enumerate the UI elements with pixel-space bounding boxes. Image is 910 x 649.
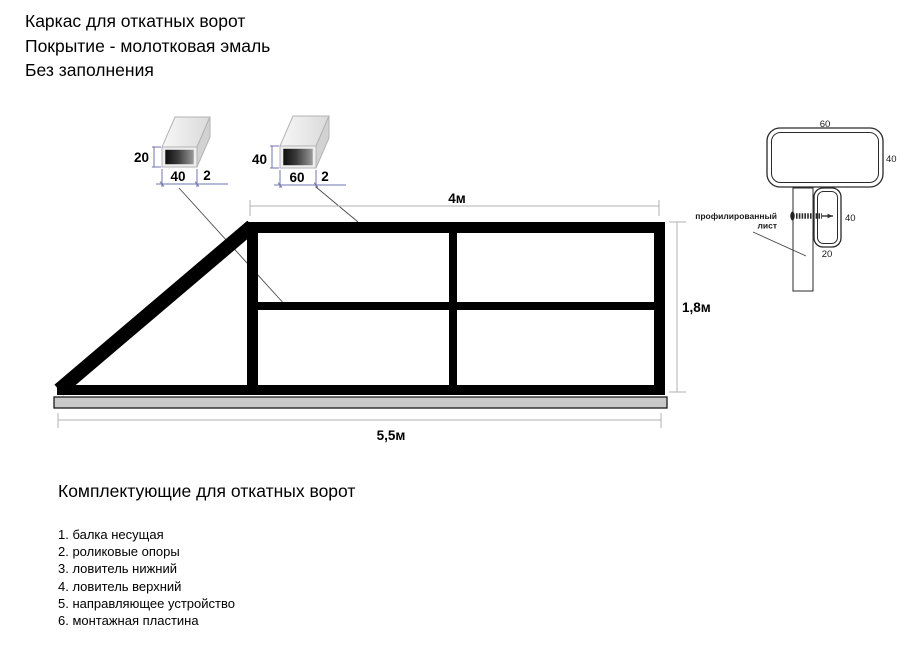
detail-beam-width: 60 xyxy=(820,119,831,130)
components-heading: Комплектующие для откатных ворот xyxy=(58,481,356,501)
carrier-beam xyxy=(53,396,668,409)
detail-tube-height: 40 xyxy=(845,213,856,224)
profile-large-height-label: 40 xyxy=(252,152,267,167)
frame-middle-post xyxy=(449,233,457,385)
list-item: 1. балка несущая xyxy=(58,527,164,542)
screw-icon xyxy=(790,211,833,221)
profiled-sheet-label-line2: лист xyxy=(757,221,777,231)
frame-diagonal-brace xyxy=(54,220,257,396)
dim-bottom-width: 5,5м xyxy=(377,428,406,443)
profile-large-width-label: 60 xyxy=(289,170,304,185)
frame-left-post xyxy=(247,222,258,395)
carrier-beam-section-inner xyxy=(771,132,879,183)
profile-tube-40x60: 40 60 2 xyxy=(252,115,346,188)
profile-small-width-label: 40 xyxy=(170,169,185,184)
leader-large-profile xyxy=(315,186,359,223)
screw-head xyxy=(790,211,795,221)
profile-tube-20x40: 20 40 2 xyxy=(134,116,228,187)
list-item: 2. роликовые опоры xyxy=(58,544,180,560)
list-item: 4. ловитель верхний xyxy=(58,578,182,594)
profiled-sheet-label-line1: профилированный xyxy=(695,211,777,221)
detail-beam-height: 40 xyxy=(886,154,897,165)
tube-hole xyxy=(164,149,195,165)
profile-small-height-label: 20 xyxy=(134,150,149,165)
frame-right-post xyxy=(654,222,665,395)
profile-small-wall-label: 2 xyxy=(203,168,211,183)
components-block: Комплектующие для откатных ворот 1. балк… xyxy=(58,481,355,629)
frame-top-bar xyxy=(247,222,665,233)
frame-bottom-bar xyxy=(57,385,665,395)
title-block: Каркас для откатных ворот Покрытие - мол… xyxy=(25,9,270,83)
gate-frame xyxy=(53,220,668,409)
screw-tip-arrow xyxy=(827,213,833,219)
title-line-3: Без заполнения xyxy=(25,60,154,80)
title-line-2: Покрытие - молотковая эмаль xyxy=(25,35,271,56)
profiled-sheet xyxy=(792,187,814,292)
carrier-beam-section-outer xyxy=(766,127,884,188)
frame-dimensions: 4м 1,8м 5,5м xyxy=(57,191,711,443)
title-line-1: Каркас для откатных ворот xyxy=(25,11,246,31)
profile-20x40-dimensions: 20 40 2 xyxy=(134,146,228,187)
tube-section-inner xyxy=(817,191,838,244)
tube-hole xyxy=(282,148,314,166)
leader-profiled-sheet xyxy=(752,231,807,257)
dim-right-height: 1,8м xyxy=(682,300,711,315)
dim-top-width: 4м xyxy=(448,191,466,206)
detail-tube-width: 20 xyxy=(822,249,833,260)
list-item: 5. направляющее устройство xyxy=(58,595,235,611)
list-item: 6. монтажная пластина xyxy=(58,613,199,629)
profile-40x60-dimensions: 40 60 2 xyxy=(252,145,346,188)
attachment-detail: 60 40 40 20 профилированный лист xyxy=(695,119,897,292)
profile-large-wall-label: 2 xyxy=(321,169,329,184)
components-list: 1. балка несущая 2. роликовые опоры 3. л… xyxy=(58,526,355,629)
list-item: 3. ловитель нижний xyxy=(58,561,177,577)
